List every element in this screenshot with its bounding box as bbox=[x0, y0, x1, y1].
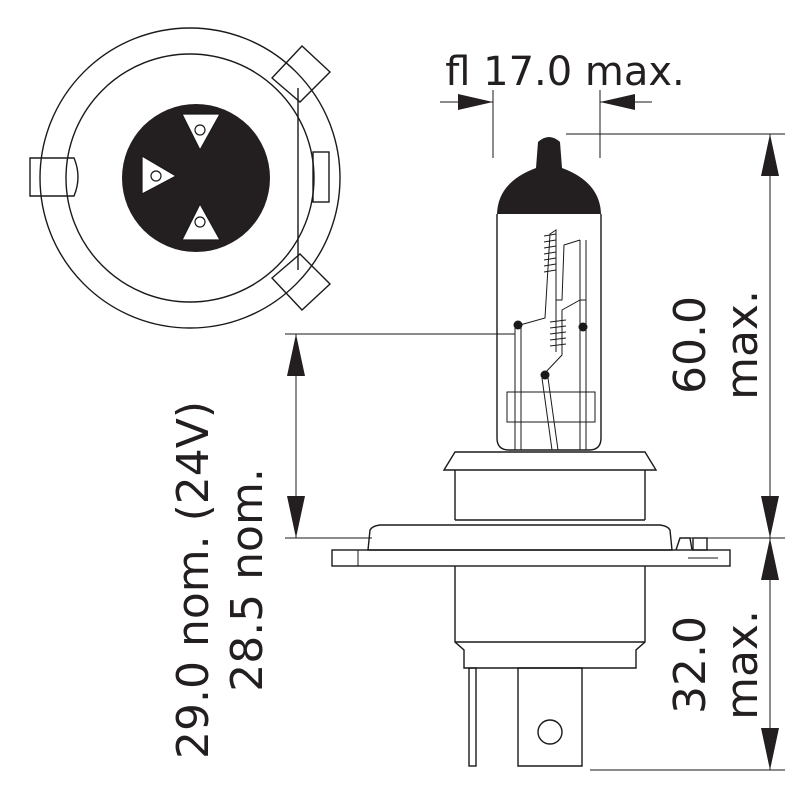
terminal-hole bbox=[537, 719, 563, 745]
filament-coil bbox=[543, 233, 567, 347]
focal-12v-label: 28.5 nom. bbox=[222, 468, 273, 692]
focal-dimension: 29.0 nom. (24V) 28.5 nom. bbox=[168, 333, 515, 759]
base-suffix: max. bbox=[717, 610, 768, 720]
end-view-outer-ring bbox=[39, 27, 341, 329]
end-view-pin-left bbox=[141, 154, 178, 195]
end-view bbox=[29, 27, 341, 329]
bulb-collar bbox=[442, 451, 658, 471]
flange-pin bbox=[675, 537, 693, 551]
end-view-upper-tab bbox=[270, 45, 332, 103]
bulb-tip-coating bbox=[497, 137, 601, 214]
focal-24v-label: 29.0 nom. (24V) bbox=[168, 401, 219, 759]
base-dimension: 32.0 max. bbox=[590, 538, 785, 771]
end-view-left-tab bbox=[29, 157, 79, 197]
end-view-pin-bottom bbox=[181, 202, 222, 241]
bulb-flange bbox=[331, 549, 731, 567]
length-suffix: max. bbox=[717, 290, 768, 400]
length-dimension: 60.0 max. bbox=[566, 133, 785, 539]
end-view-inner-ring bbox=[65, 53, 315, 303]
end-view-slot bbox=[312, 151, 330, 203]
filament-leads bbox=[514, 229, 587, 451]
side-view bbox=[331, 137, 731, 767]
bulb-lower-body bbox=[454, 566, 646, 669]
end-view-lower-tab bbox=[270, 253, 332, 311]
bulb-glass bbox=[496, 214, 602, 451]
filament-junctions bbox=[513, 320, 588, 380]
base-value: 32.0 bbox=[665, 616, 716, 714]
end-view-base-disc bbox=[122, 104, 270, 252]
length-value: 60.0 bbox=[665, 296, 716, 394]
diameter-label: fl 17.0 max. bbox=[445, 49, 685, 95]
bulb-neck bbox=[454, 470, 646, 520]
end-view-pin-top bbox=[181, 113, 222, 152]
bulb-flange-upper bbox=[367, 524, 673, 551]
terminal-left bbox=[468, 667, 477, 767]
bulb-shield bbox=[506, 391, 596, 423]
diameter-dimension: fl 17.0 max. bbox=[440, 49, 685, 158]
terminal-center bbox=[517, 667, 583, 767]
